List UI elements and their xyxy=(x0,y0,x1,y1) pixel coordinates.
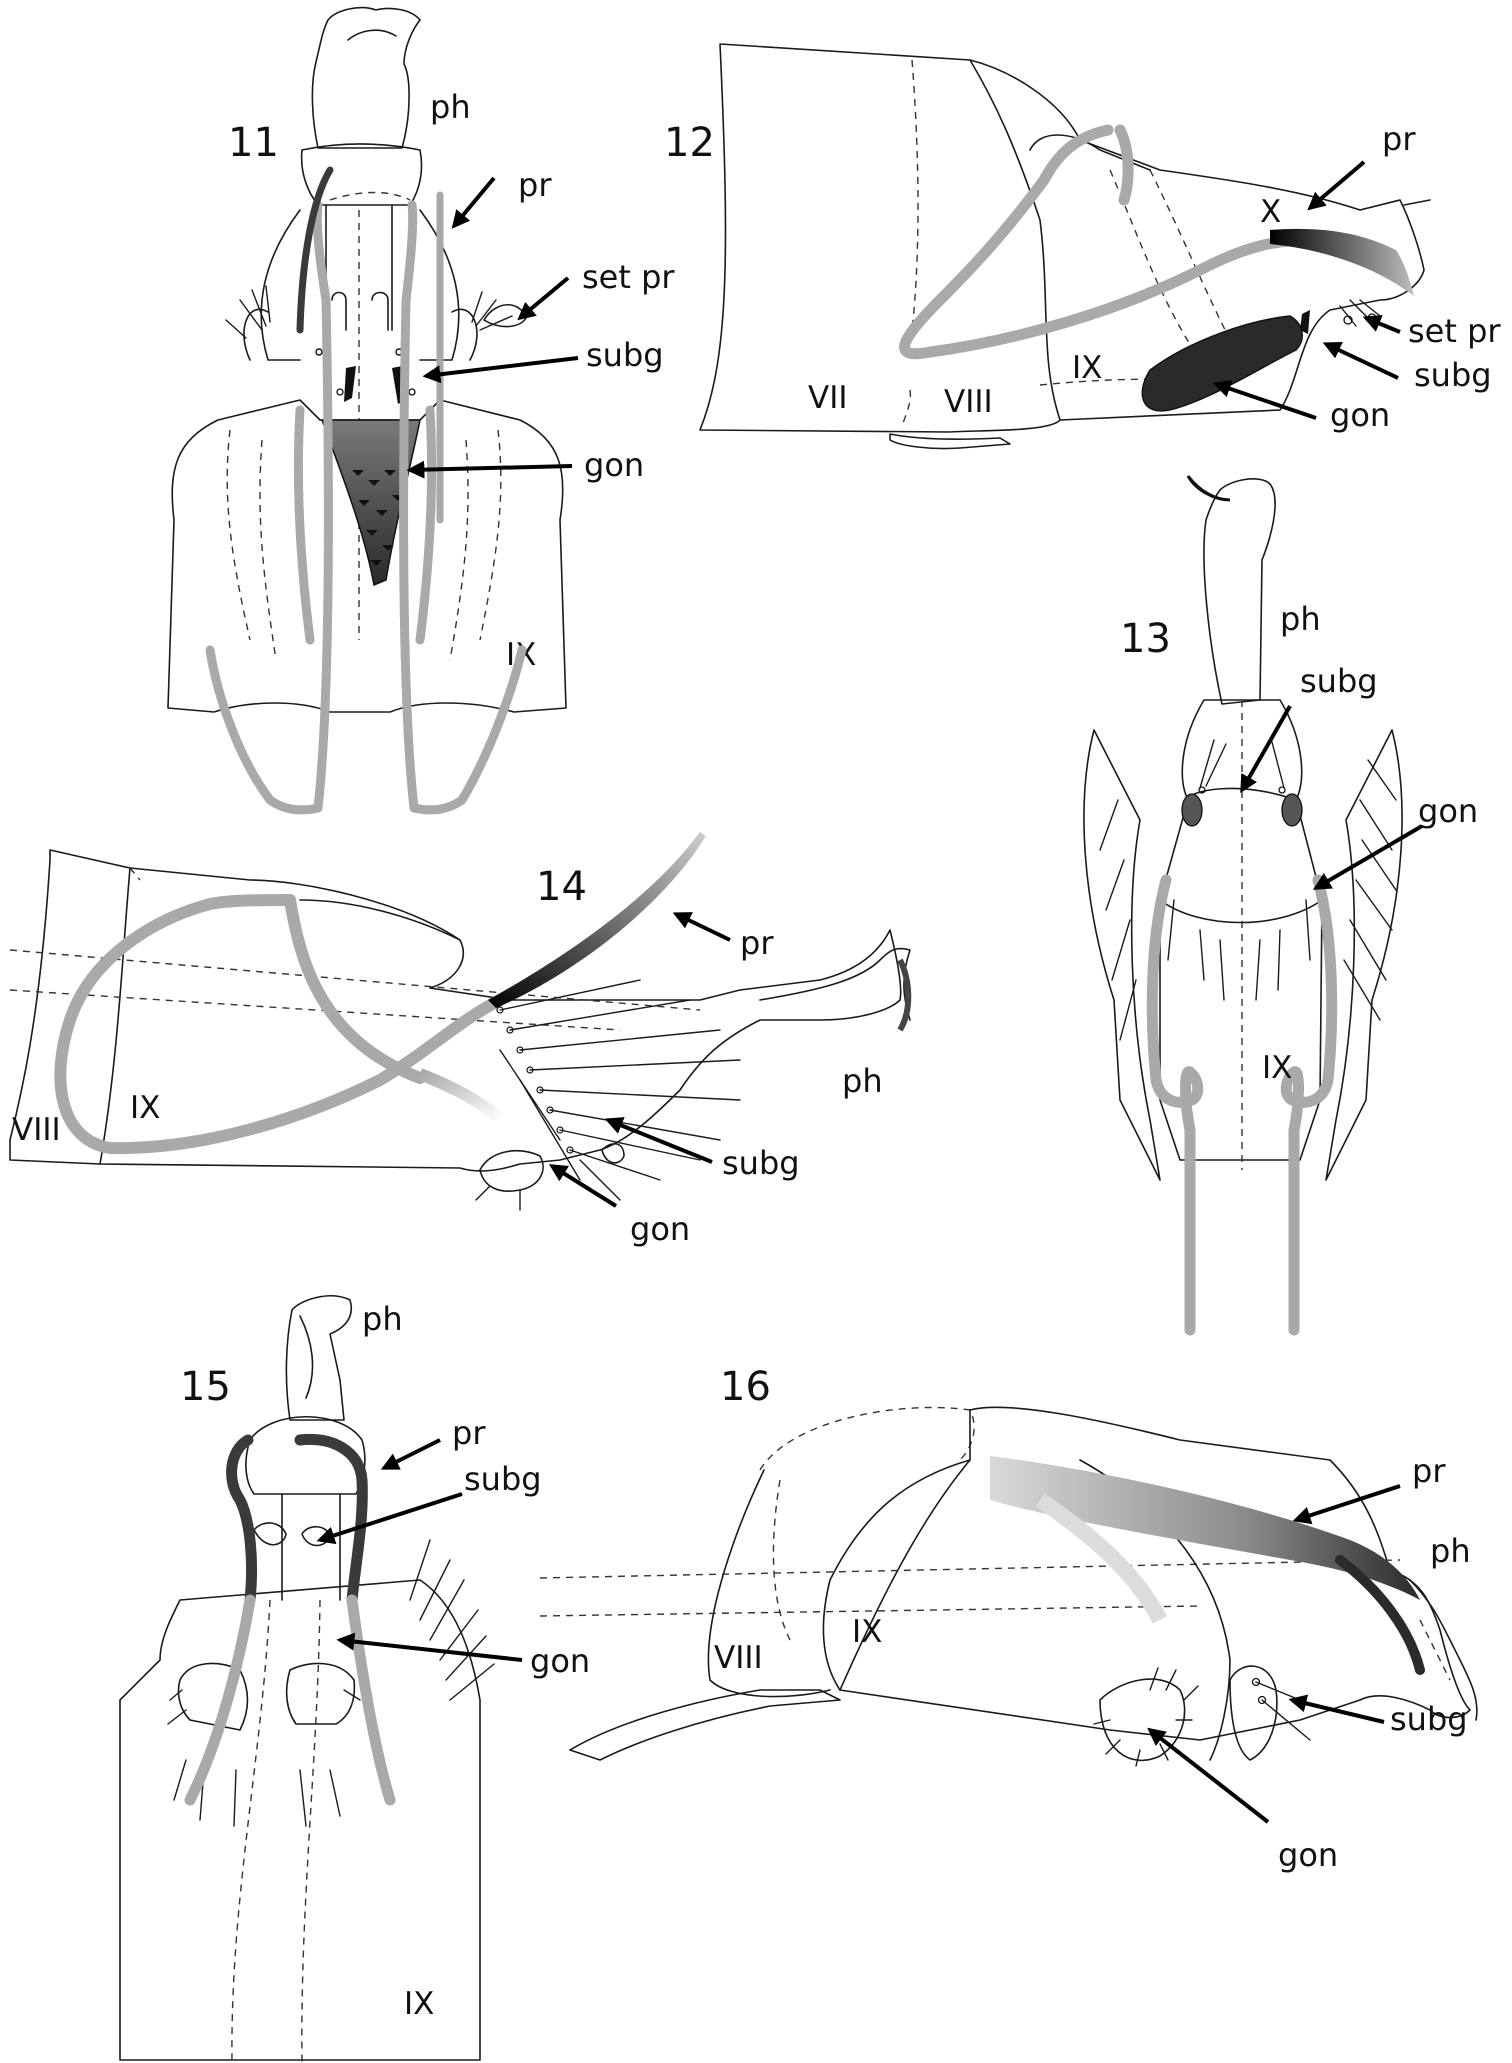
segment-label-14-VIII: VIII xyxy=(12,1112,61,1148)
label-11-pr: pr xyxy=(518,166,552,204)
figure-number-14: 14 xyxy=(536,864,587,910)
label-15-gon: gon xyxy=(530,1642,590,1680)
segment-label-15-IX: IX xyxy=(404,1986,434,2022)
segment-label-12-X: X xyxy=(1260,194,1281,230)
segment-label-16-VIII: VIII xyxy=(714,1640,763,1676)
label-12-set-pr: set pr xyxy=(1408,312,1501,350)
figure-15: 15 IX ph pr subg gon xyxy=(119,1295,590,2063)
figure-number-13: 13 xyxy=(1120,616,1171,662)
label-16-gon: gon xyxy=(1278,1836,1338,1874)
label-13-gon: gon xyxy=(1418,792,1478,830)
label-13-ph: ph xyxy=(1280,600,1321,638)
label-11-gon: gon xyxy=(584,446,644,484)
label-12-gon: gon xyxy=(1330,396,1390,434)
figure-number-15: 15 xyxy=(180,1364,231,1410)
segment-label-12-IX: IX xyxy=(1072,350,1102,386)
label-15-ph: ph xyxy=(362,1300,403,1338)
figure-12: 12 X IX VII VIII pr set pr subg xyxy=(664,43,1501,450)
label-13-subg: subg xyxy=(1300,662,1378,700)
label-14-pr: pr xyxy=(740,924,774,962)
label-11-ph: ph xyxy=(430,88,471,126)
figure-number-12: 12 xyxy=(664,120,715,166)
figure-16: 16 VIII IX pr ph subg xyxy=(539,1364,1478,1874)
label-16-subg: subg xyxy=(1390,1700,1468,1738)
label-14-ph: ph xyxy=(842,1062,883,1100)
segment-label-12-VIII: VIII xyxy=(944,384,993,420)
label-15-pr: pr xyxy=(452,1414,486,1452)
label-15-subg: subg xyxy=(464,1460,542,1498)
label-16-pr: pr xyxy=(1412,1452,1446,1490)
figure-13: 13 IX ph subg gon xyxy=(1083,475,1478,1336)
label-12-subg: subg xyxy=(1414,356,1492,394)
figure-14: 14 VIII IX xyxy=(9,832,912,1248)
figure-11: 11 IX xyxy=(167,6,675,815)
label-16-ph: ph xyxy=(1430,1532,1471,1570)
label-14-subg: subg xyxy=(722,1144,800,1182)
label-14-gon: gon xyxy=(630,1210,690,1248)
segment-label-12-VII: VII xyxy=(808,380,848,416)
segment-label-16-IX: IX xyxy=(852,1614,882,1650)
segment-label-14-IX: IX xyxy=(130,1090,160,1126)
label-11-set-pr: set pr xyxy=(582,258,675,296)
segment-label-13-IX: IX xyxy=(1262,1050,1292,1086)
label-11-subg: subg xyxy=(586,336,664,374)
figure-number-16: 16 xyxy=(720,1364,771,1410)
label-12-pr: pr xyxy=(1382,120,1416,158)
figure-number-11: 11 xyxy=(228,120,279,166)
